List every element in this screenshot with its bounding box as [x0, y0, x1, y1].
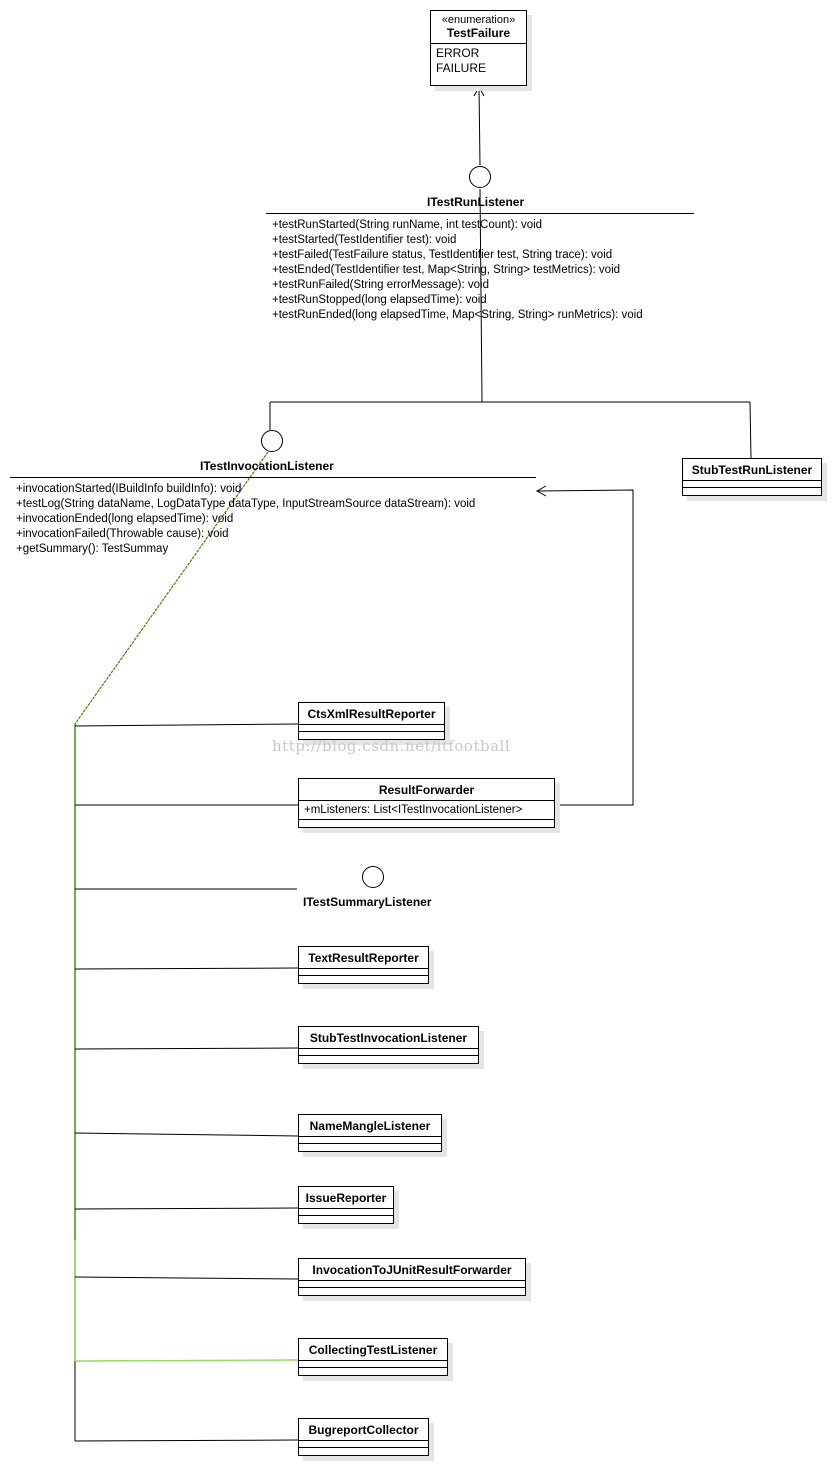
enum-literal: ERROR [436, 46, 480, 60]
branch-issuereporter [74, 1207, 299, 1210]
operation: +testRunFailed(String errorMessage): voi… [272, 279, 489, 291]
class-attributes [299, 1441, 428, 1448]
class-operations [299, 1448, 428, 1455]
invocationtojunitresultforwarder-class[interactable]: InvocationToJUnitResultForwarder [298, 1258, 526, 1296]
ctsxmlresultreporter-class[interactable]: CtsXmlResultReporter [298, 702, 445, 740]
dependency-to-testfailure [478, 86, 481, 166]
class-name: TextResultReporter [299, 947, 428, 969]
operation: +invocationFailed(Throwable cause): void [16, 528, 229, 540]
resultforwarder-class[interactable]: ResultForwarder +mListeners: List<ITestI… [298, 778, 555, 828]
enum-literals: ERROR FAILURE [431, 44, 526, 79]
class-attribute: +mListeners: List<ITestInvocationListene… [299, 801, 554, 820]
class-name: StubTestRunListener [683, 459, 821, 481]
class-attributes [299, 1049, 478, 1056]
class-name: IssueReporter [299, 1187, 393, 1209]
enum-literal: FAILURE [436, 61, 487, 75]
class-operations [299, 1368, 447, 1375]
invocationlistener-stem [74, 451, 269, 725]
enum-name: TestFailure [431, 26, 526, 44]
class-attributes [299, 969, 428, 976]
class-operations [299, 1216, 393, 1223]
testrunlistener-operations: +testRunStarted(String runName, int test… [272, 218, 643, 323]
arrowhead-invocationlistener [535, 485, 547, 497]
testrunlistener-lollipop[interactable] [469, 166, 491, 188]
textresultreporter-class[interactable]: TextResultReporter [298, 946, 429, 984]
operation: +testLog(String dataName, LogDataType da… [16, 498, 476, 510]
class-name: CollectingTestListener [299, 1339, 447, 1361]
branch-stubtestinvocationlistener [74, 1047, 299, 1050]
branch-collectingtestlistener [74, 1359, 299, 1362]
enum-stereotype: «enumeration» [441, 14, 516, 26]
operation: +getSummary(): TestSummay [16, 543, 169, 555]
testfailure-enum[interactable]: «enumeration» TestFailure ERROR FAILURE [430, 10, 527, 86]
class-operations [299, 1288, 525, 1295]
class-attributes [299, 1137, 441, 1144]
invocationlistener-lollipop[interactable] [261, 430, 283, 452]
class-operations [683, 488, 821, 495]
class-name: ResultForwarder [299, 779, 554, 801]
class-attributes [299, 1209, 393, 1216]
testrunlistener-stem [479, 188, 483, 403]
summarylistener-lollipop[interactable] [362, 866, 384, 888]
operation: +invocationStarted(IBuildInfo buildInfo)… [16, 483, 242, 495]
issuereporter-class[interactable]: IssueReporter [298, 1186, 394, 1224]
operation: +testRunStopped(long elapsedTime): void [272, 294, 487, 306]
invocationlistener-divider [10, 477, 536, 478]
stubtestrunlistener-class[interactable]: StubTestRunListener [682, 458, 822, 496]
class-name: InvocationToJUnitResultForwarder [299, 1259, 525, 1281]
operation: +testEnded(TestIdentifier test, Map<Stri… [272, 264, 621, 276]
class-attributes [299, 1361, 447, 1368]
operation: +testFailed(TestFailure status, TestIden… [272, 249, 613, 261]
class-attributes [299, 1281, 525, 1288]
invocationlistener-operations: +invocationStarted(IBuildInfo buildInfo)… [16, 482, 475, 557]
class-name: StubTestInvocationListener [299, 1027, 478, 1049]
class-attributes [683, 481, 821, 488]
branch-namemanglelistener [74, 1132, 299, 1137]
operation: +testStarted(TestIdentifier test): void [272, 234, 457, 246]
resultforwarder-association [536, 489, 634, 806]
class-operations [299, 820, 554, 827]
operation: +testRunEnded(long elapsedTime, Map<Stri… [272, 309, 643, 321]
realization-to-stubtestrunlistener [749, 401, 752, 459]
branch-invocationtojunitresultforwarder [74, 1276, 299, 1280]
testrunlistener-divider [266, 213, 694, 214]
branch-bugreportcollector [74, 1439, 299, 1442]
summarylistener-name[interactable]: ITestSummaryListener [303, 895, 432, 909]
branch-textresultreporter [74, 967, 299, 970]
class-name: BugreportCollector [299, 1419, 428, 1441]
invocationlistener-name[interactable]: ITestInvocationListener [200, 459, 334, 473]
bugreportcollector-class[interactable]: BugreportCollector [298, 1418, 429, 1456]
branch-ctsxmlresultreporter [74, 723, 299, 727]
watermark: http://blog.csdn.net/itfootball [272, 737, 511, 755]
namemanglelistener-class[interactable]: NameMangleListener [298, 1114, 442, 1152]
class-attributes [299, 725, 444, 732]
testrunlistener-name[interactable]: ITestRunListener [427, 195, 525, 209]
class-operations [299, 976, 428, 983]
collectingtestlistener-class[interactable]: CollectingTestListener [298, 1338, 448, 1376]
class-name: NameMangleListener [299, 1115, 441, 1137]
class-operations [299, 1056, 478, 1063]
stubtestinvocationlistener-class[interactable]: StubTestInvocationListener [298, 1026, 479, 1064]
class-operations [299, 1144, 441, 1151]
operation: +testRunStarted(String runName, int test… [272, 219, 543, 231]
operation: +invocationEnded(long elapsedTime): void [16, 513, 234, 525]
class-name: CtsXmlResultReporter [299, 703, 444, 725]
arrowhead-testfailure [473, 85, 485, 97]
